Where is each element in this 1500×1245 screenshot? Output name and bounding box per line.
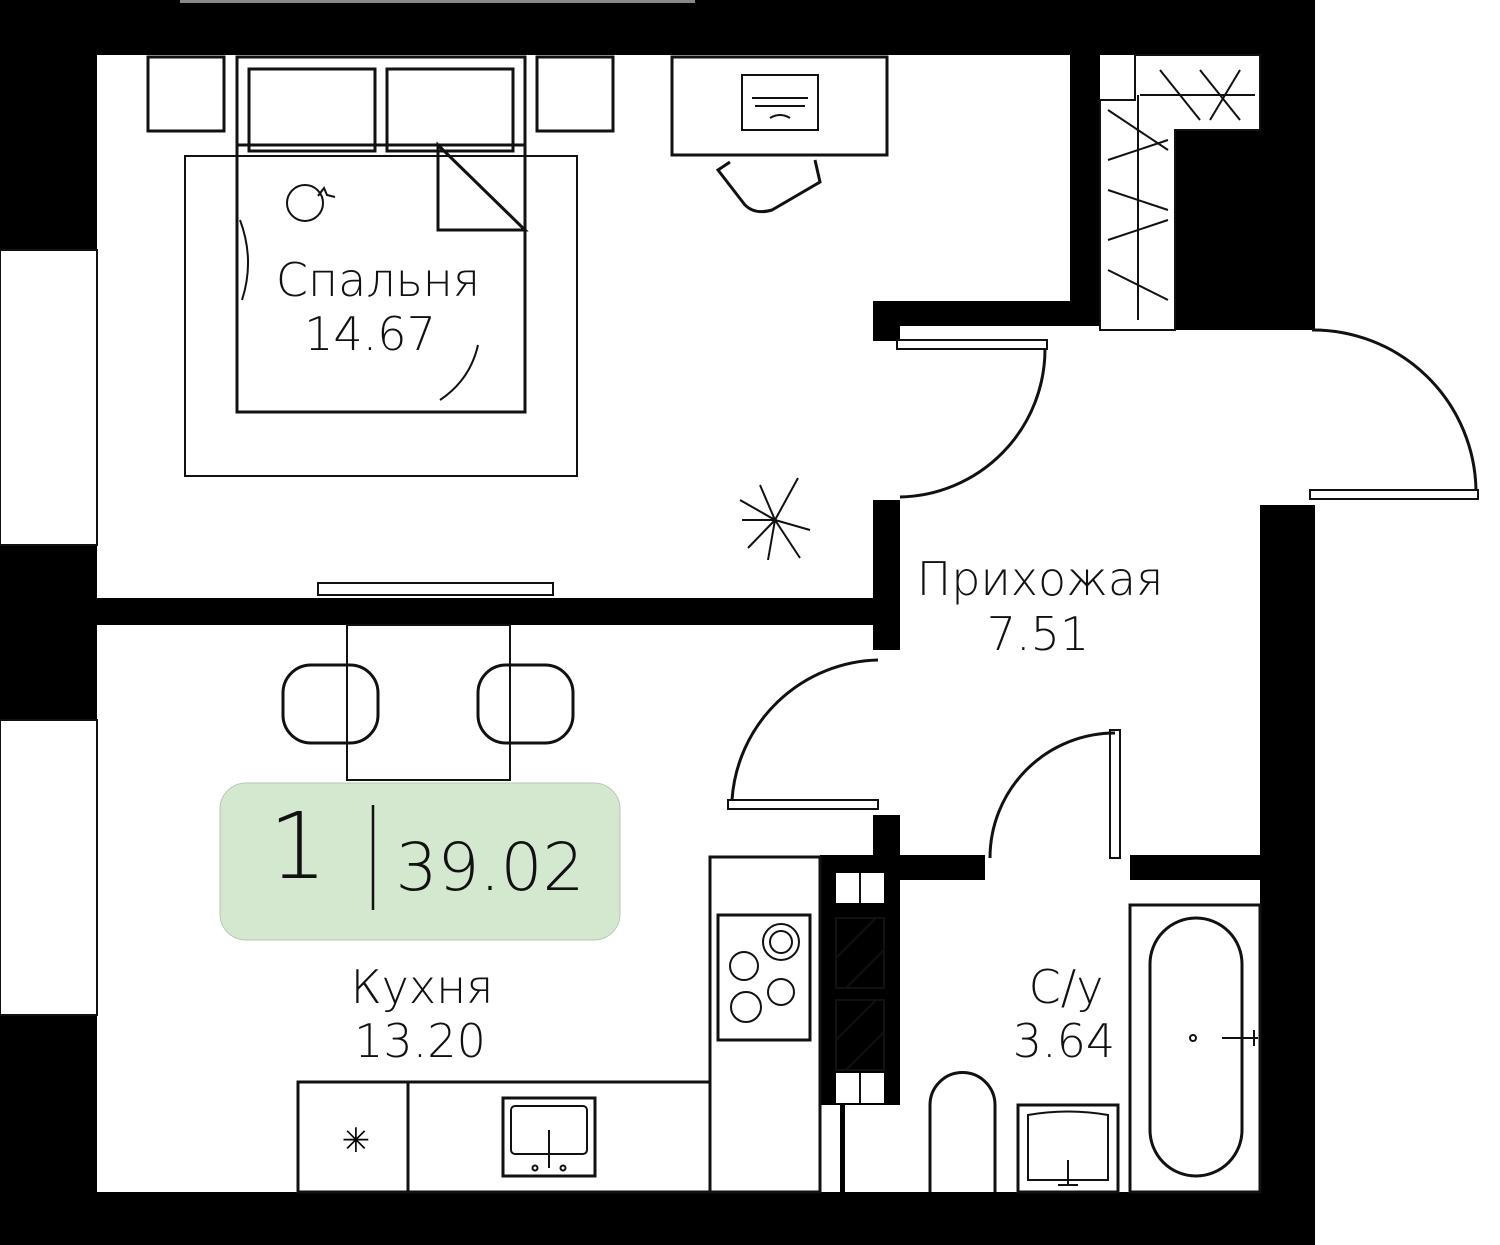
sink-icon — [501, 1096, 597, 1178]
room-area-bathroom: 3.64 — [1013, 1014, 1115, 1068]
toilet-icon — [928, 1071, 997, 1192]
room-name-hallway: Прихожая — [917, 552, 1164, 606]
bedroom-furniture — [146, 55, 889, 596]
laptop-icon — [741, 74, 819, 131]
room-name-bathroom: С/у — [1029, 960, 1104, 1014]
kitchen-furniture: ✳ — [281, 624, 822, 1194]
room-area-bedroom: 14.67 — [304, 307, 436, 361]
rooms-count: 1 — [269, 793, 328, 900]
bathtub-icon — [1128, 903, 1262, 1194]
room-area-kitchen: 13.20 — [354, 1014, 486, 1068]
wardrobe — [1099, 54, 1261, 331]
ventilation-shaft — [835, 873, 885, 1103]
room-name-kitchen: Кухня — [351, 960, 494, 1014]
room-name-bedroom: Спальня — [276, 253, 480, 307]
plant-icon — [739, 477, 811, 561]
total-area: 39.02 — [396, 829, 585, 906]
apartment-summary-badge: 1 39.02 — [219, 782, 621, 941]
windows — [0, 0, 695, 1016]
bathroom-fixtures — [928, 903, 1262, 1194]
fridge-icon: ✳ — [342, 1121, 371, 1161]
tv-unit — [317, 582, 554, 596]
doors — [727, 328, 1479, 859]
desk-chair — [715, 159, 822, 214]
room-area-hallway: 7.51 — [987, 607, 1089, 661]
cat-icon — [286, 184, 336, 222]
stove-icon — [716, 913, 812, 1042]
washbasin-icon — [1016, 1103, 1120, 1194]
walls — [0, 0, 1315, 1245]
